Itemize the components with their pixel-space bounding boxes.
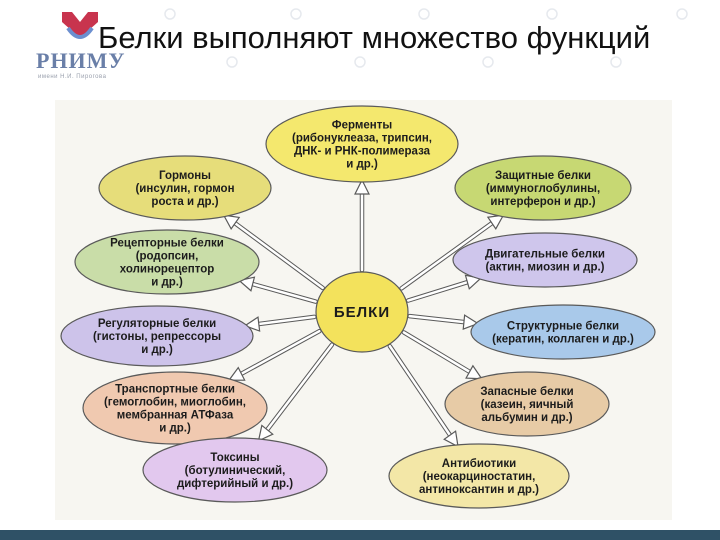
function-node-enzymes: Ферменты(рибонуклеаза, трипсин,ДНК- и РН…	[265, 105, 459, 183]
function-node-transport: Транспортные белки(гемоглобин, миоглобин…	[82, 371, 268, 445]
node-text-protective-0: Защитные белки	[495, 170, 591, 182]
node-text-transport-3: и др.)	[159, 423, 191, 435]
node-text-toxins-0: Токсины	[210, 452, 259, 464]
node-text-protective-2: интерферон и др.)	[490, 196, 595, 208]
node-text-storage-0: Запасные белки	[480, 386, 573, 398]
function-node-structural: Структурные белки(кератин, коллаген и др…	[470, 304, 656, 360]
node-text-transport-0: Транспортные белки	[115, 384, 235, 396]
bottom-bar	[0, 530, 720, 540]
logo-mark-icon	[62, 12, 98, 39]
node-text-regulatory-0: Регуляторные белки	[98, 318, 216, 330]
node-ellipse-structural	[470, 304, 656, 360]
node-text-enzymes-1: (рибонуклеаза, трипсин,	[292, 133, 432, 145]
node-text-motor-1: (актин, миозин и др.)	[485, 262, 604, 274]
logo-text: РНИМУ	[36, 48, 126, 73]
node-text-toxins-2: дифтерийный и др.)	[177, 478, 293, 490]
arrow-head-transport	[227, 366, 246, 381]
node-text-hormones-1: (инсулин, гормон	[135, 183, 234, 195]
node-text-receptor-0: Рецепторные белки	[110, 238, 224, 250]
node-text-structural-0: Структурные белки	[507, 321, 619, 333]
node-text-enzymes-0: Ферменты	[332, 120, 393, 132]
center-ellipse	[315, 271, 409, 353]
logo-subtext: имени Н.И. Пирогова	[38, 74, 107, 80]
node-ellipse-motor	[452, 232, 638, 288]
node-ellipse-enzymes	[265, 105, 459, 183]
node-text-antibiotics-1: (неокарциностатин,	[423, 471, 536, 483]
function-nodes: Ферменты(рибонуклеаза, трипсин,ДНК- и РН…	[60, 105, 656, 509]
arrow-head-structural	[462, 314, 480, 331]
node-text-regulatory-1: (гистоны, репрессоры	[93, 331, 221, 343]
arrow-head-regulatory	[243, 316, 261, 332]
node-ellipse-toxins	[142, 437, 328, 503]
diagram-canvas: Ферменты(рибонуклеаза, трипсин,ДНК- и РН…	[60, 105, 656, 509]
node-ellipse-hormones	[98, 155, 272, 221]
function-node-regulatory: Регуляторные белки(гистоны, репрессорыи …	[60, 305, 254, 367]
node-text-protective-1: (иммуноглобулины,	[486, 183, 600, 195]
arrow-shaft-fill-storage	[402, 331, 476, 376]
function-node-motor: Двигательные белки(актин, миозин и др.)	[452, 232, 638, 288]
center-node: БЕЛКИ	[315, 271, 409, 353]
arrow-head-protective	[486, 214, 505, 230]
arrow-head-hormones	[222, 214, 241, 231]
node-text-antibiotics-0: Антибиотики	[442, 458, 516, 470]
node-text-transport-1: (гемоглобин, миоглобин,	[104, 397, 246, 409]
university-logo: РНИМУ имени Н.И. Пирогова	[36, 8, 126, 86]
node-text-motor-0: Двигательные белки	[485, 249, 605, 261]
arrow-shaft-fill-receptor	[246, 281, 317, 303]
function-node-antibiotics: Антибиотики(неокарциностатин,антиноксант…	[388, 443, 570, 509]
node-text-antibiotics-2: антиноксантин и др.)	[419, 484, 539, 496]
node-text-structural-1: (кератин, коллаген и др.)	[492, 334, 634, 346]
arrow-shaft-fill-regulatory	[252, 315, 316, 326]
node-ellipse-receptor	[74, 229, 260, 295]
arrow-shaft-fill-structural	[408, 314, 471, 324]
node-ellipse-antibiotics	[388, 443, 570, 509]
node-text-storage-1: (казеин, яичный	[481, 399, 574, 411]
node-ellipse-storage	[444, 371, 610, 437]
arrow-shaft-fill-motor	[406, 279, 474, 302]
arrow-shaft-fill-antibiotics	[388, 344, 455, 441]
arrow-shaft-fill-protective	[400, 218, 498, 290]
node-text-transport-2: мембранная АТФаза	[117, 410, 234, 422]
function-node-receptor: Рецепторные белки(родопсин,холинорецепто…	[74, 229, 260, 295]
arrow-head-toxins	[257, 424, 274, 442]
protein-functions-diagram: Ферменты(рибонуклеаза, трипсин,ДНК- и РН…	[55, 100, 672, 520]
node-text-receptor-3: и др.)	[151, 277, 183, 289]
node-text-enzymes-3: и др.)	[346, 159, 378, 171]
node-text-hormones-2: роста и др.)	[151, 196, 218, 208]
function-node-toxins: Токсины(ботулинический,дифтерийный и др.…	[142, 437, 328, 503]
node-text-enzymes-2: ДНК- и РНК-полимераза	[294, 146, 431, 158]
arrow-head-antibiotics	[443, 430, 459, 448]
arrow-head-storage	[465, 364, 483, 380]
arrow-shaft-fill-hormones	[229, 219, 324, 290]
node-ellipse-regulatory	[60, 305, 254, 367]
page-title: Белки выполняют множество функций	[98, 20, 651, 55]
node-text-hormones-0: Гормоны	[159, 170, 211, 182]
function-node-protective: Защитные белки(иммуноглобулины,интерферо…	[454, 155, 632, 221]
arrow-shaft-fill-transport	[235, 329, 321, 378]
node-ellipse-transport	[82, 371, 268, 445]
node-text-toxins-1: (ботулинический,	[185, 465, 286, 477]
arrows	[222, 178, 505, 448]
node-text-storage-2: альбумин и др.)	[481, 412, 572, 424]
node-text-receptor-2: холинорецептор	[120, 264, 215, 276]
arrow-shaft-fill-toxins	[262, 343, 334, 435]
node-ellipse-protective	[454, 155, 632, 221]
center-label: БЕЛКИ	[334, 304, 390, 321]
node-text-receptor-1: (родопсин,	[136, 251, 199, 263]
node-text-regulatory-2: и др.)	[141, 344, 173, 356]
arrow-head-enzymes	[354, 178, 370, 195]
